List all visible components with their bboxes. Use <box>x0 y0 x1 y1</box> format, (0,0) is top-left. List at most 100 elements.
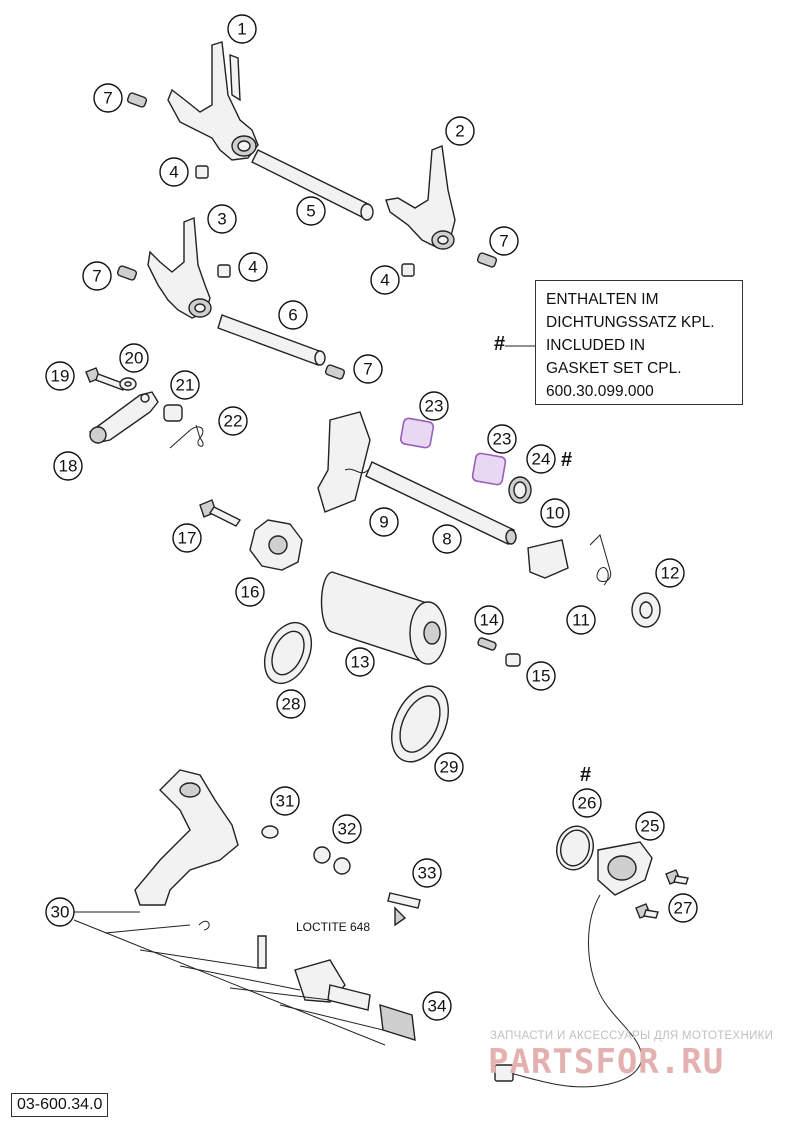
spring-11 <box>589 534 612 586</box>
callout-6: 6 <box>278 300 308 330</box>
spring-7-right <box>476 252 498 268</box>
note-line-5: 600.30.099.000 <box>546 383 654 400</box>
callout-7-b-label: 7 <box>499 232 508 251</box>
callout-7-d-label: 7 <box>363 360 372 379</box>
callout-12: 12 <box>655 558 685 588</box>
callout-28: 28 <box>276 689 306 719</box>
part-26-hash-marker: # <box>580 764 592 786</box>
callout-19-label: 19 <box>51 367 70 386</box>
callout-5: 5 <box>296 196 326 226</box>
callout-7-a: 7 <box>93 83 123 113</box>
callout-7-a-label: 7 <box>103 89 112 108</box>
washer-20 <box>119 377 137 391</box>
pin-4-b <box>217 264 231 278</box>
bearing-23-a <box>399 417 435 449</box>
callout-6-label: 6 <box>288 306 297 325</box>
callout-29-label: 29 <box>440 758 459 777</box>
callout-23-b-label: 23 <box>493 430 512 449</box>
bearing-29 <box>391 685 449 763</box>
shift-rod-5 <box>251 149 374 221</box>
callout-26: 26 <box>572 788 602 818</box>
callout-19: 19 <box>45 361 75 391</box>
pin-4-a <box>195 165 209 179</box>
seal-24 <box>508 476 532 504</box>
callout-7-c: 7 <box>82 261 112 291</box>
callout-15-label: 15 <box>532 667 551 686</box>
callout-24: 24 <box>526 444 556 474</box>
screw-27 <box>635 869 689 919</box>
callout-23-a-label: 23 <box>425 397 444 416</box>
part-24-hash-marker: # <box>561 449 573 471</box>
callout-25: 25 <box>635 811 665 841</box>
callout-17: 17 <box>172 523 202 553</box>
callout-30-label: 30 <box>51 903 70 922</box>
bolt-19 <box>85 367 126 391</box>
note-line-4: GASKET SET CPL. <box>546 360 682 377</box>
callout-4-a: 4 <box>159 157 189 187</box>
pin-4-c <box>401 263 415 277</box>
shift-fork-3 <box>147 216 212 319</box>
callout-7-c-label: 7 <box>92 267 101 286</box>
callout-4-a-label: 4 <box>169 163 178 182</box>
note-line-1: ENTHALTEN IM <box>546 291 659 308</box>
callout-33-label: 33 <box>418 864 437 883</box>
callout-22: 22 <box>218 406 248 436</box>
callout-34-label: 34 <box>428 997 447 1016</box>
guide-10 <box>527 539 569 579</box>
callout-28-label: 28 <box>282 695 301 714</box>
callout-15: 15 <box>526 661 556 691</box>
callout-23-a: 23 <box>419 391 449 421</box>
lock-washer-32 <box>313 846 351 875</box>
callout-20-label: 20 <box>125 349 144 368</box>
callout-23-b: 23 <box>487 424 517 454</box>
loctite-label: LOCTITE 648 <box>296 920 371 934</box>
note-line-2: DICHTUNGSSATZ KPL. <box>546 314 715 331</box>
callout-7-b: 7 <box>489 226 519 256</box>
callout-14: 14 <box>474 605 504 635</box>
callout-4-b: 4 <box>238 252 268 282</box>
callout-4-c-label: 4 <box>380 271 389 290</box>
callout-10-label: 10 <box>546 504 565 523</box>
watermark-tagline: ЗАПЧАСТИ И АКСЕССУАРЫ ДЛЯ МОТОТЕХНИКИ <box>490 1030 774 1042</box>
callout-4-b-label: 4 <box>248 258 257 277</box>
callout-14-label: 14 <box>480 611 499 630</box>
callout-5-label: 5 <box>306 202 315 221</box>
pin-15 <box>505 653 521 667</box>
callout-21: 21 <box>170 370 200 400</box>
gear-position-sensor-25 <box>597 841 653 896</box>
callout-12-label: 12 <box>661 564 680 583</box>
bolt-33 <box>387 892 421 927</box>
callout-34: 34 <box>422 991 452 1021</box>
callout-31-label: 31 <box>276 792 295 811</box>
callout-1-label: 1 <box>237 20 246 39</box>
callout-7-d: 7 <box>353 354 383 384</box>
shift-fork-2 <box>385 145 456 250</box>
washer-31 <box>261 825 279 839</box>
callout-33: 33 <box>412 858 442 888</box>
shift-shaft-8 <box>317 411 517 545</box>
callout-18: 18 <box>53 451 83 481</box>
spring-7-top <box>126 92 148 108</box>
sensor-cable <box>494 894 643 1088</box>
callout-8: 8 <box>432 524 462 554</box>
callout-13-label: 13 <box>351 653 370 672</box>
callout-3-label: 3 <box>217 210 226 229</box>
lever-parts-30 <box>198 920 371 1011</box>
callout-27-label: 27 <box>674 899 693 918</box>
callout-25-label: 25 <box>641 817 660 836</box>
callout-9-label: 9 <box>379 513 388 532</box>
bolt-17 <box>199 499 242 527</box>
callout-2-label: 2 <box>455 122 464 141</box>
callout-26-label: 26 <box>578 794 597 813</box>
bearing-28 <box>263 621 313 685</box>
callout-16-label: 16 <box>241 583 260 602</box>
callout-20: 20 <box>119 343 149 373</box>
callout-18-label: 18 <box>59 457 78 476</box>
callout-9: 9 <box>369 507 399 537</box>
rubber-34 <box>379 1004 416 1041</box>
spring-7-bottom <box>324 364 346 380</box>
gasket-set-note: ENTHALTEN IM DICHTUNGSSATZ KPL. INCLUDED… <box>535 280 743 405</box>
callout-22-label: 22 <box>224 412 243 431</box>
washer-12 <box>631 592 661 628</box>
callout-1: 1 <box>227 14 257 44</box>
